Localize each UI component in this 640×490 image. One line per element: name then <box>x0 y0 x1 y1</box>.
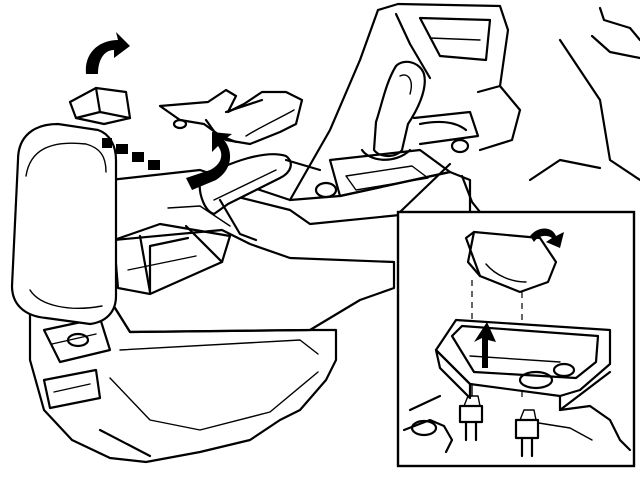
connector-plug <box>514 409 540 458</box>
curved-arrow-icon <box>530 228 564 248</box>
guide-dot <box>116 144 128 154</box>
connector-plug <box>458 395 484 442</box>
guide-dot <box>132 152 144 162</box>
curved-arrow-icon <box>85 32 130 74</box>
cover-plate <box>68 86 132 126</box>
detail-inset <box>396 162 636 468</box>
dashboard-center-stack <box>288 2 522 202</box>
brake-boot-trim <box>158 88 304 146</box>
guide-dot <box>102 138 112 148</box>
guide-line-cover <box>102 138 160 170</box>
armrest-lid <box>10 122 118 326</box>
dashboard-right-edge <box>528 6 640 182</box>
gear-selector <box>314 60 480 199</box>
straight-arrow-icon <box>474 322 496 368</box>
curved-arrow-icon <box>186 132 232 190</box>
guide-dot <box>148 160 160 170</box>
storage-compartment <box>112 205 232 296</box>
